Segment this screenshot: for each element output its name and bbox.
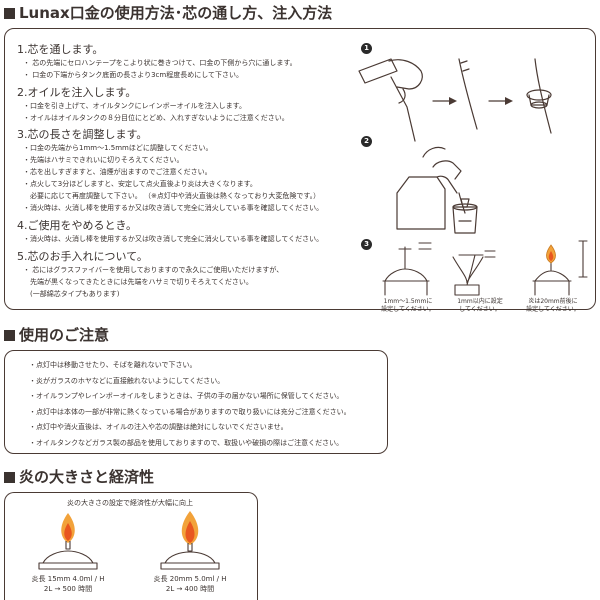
caution-item-1: ・点灯中は移動させたり、そばを離れないで下さい。 — [29, 361, 197, 369]
step-2-line-2: ・オイルはオイルタンクの８分目位にとどめ、入れすぎないようにご注意ください。 — [23, 114, 289, 122]
caution-item-5: ・点灯中や消火直後は、オイルの注入や芯の調整は絶対にしないでくださいませ。 — [29, 423, 288, 431]
cautions-list: ・点灯中は移動させたり、そばを離れないで下さい。 ・炎がガラスのホヤなどに直接触… — [29, 358, 351, 451]
caution-item-4: ・点灯中は本体の一部が非常に熱くなっている場合がありますので取り扱いには充分ご注… — [29, 407, 351, 416]
caution-item-6: ・オイルタンクなどガラス製の部品を使用しておりますので、取扱いや破損の際はご注意… — [29, 438, 344, 447]
cautions-box: ・点灯中は移動させたり、そばを離れないで下さい。 ・炎がガラスのホヤなどに直接触… — [4, 350, 388, 454]
caption-within-1mm-text: 1mm以内に設定 してください。 — [457, 298, 503, 313]
caption-1mm-1-5mm: 1mm～1.5mmに 設定してください。 — [373, 298, 443, 314]
flame-economy-subtitle: 炎の大きさの設定で経済性が大幅に向上 — [67, 499, 193, 507]
wick-insertion-illustration — [358, 58, 552, 142]
step-4-heading: 4.ご使用をやめるとき。 — [17, 219, 137, 232]
caption-within-1mm: 1mm以内に設定 してください。 — [445, 298, 515, 314]
step-3-heading: 3.芯の長さを調整します。 — [17, 128, 148, 141]
step-4-line-1: ・消火時は、火消し棒を使用するか又は吹き消して完全に消火している事を確認してくだ… — [23, 235, 324, 243]
wick-length-illustrations — [382, 240, 588, 296]
heading-square-icon — [4, 472, 15, 483]
caution-item-2: ・炎がガラスのホヤなどに直接触れないようにしてください。 — [29, 376, 225, 385]
caption-1mm-1-5mm-text: 1mm～1.5mmに 設定してください。 — [381, 298, 435, 313]
burner-illustration-large-flame — [160, 511, 220, 570]
step-3-line-5: 必要に応じて再度調整して下さい。 （※点灯中や消火直後は熱くなっており大変危険で… — [23, 192, 321, 200]
step-3-line-6: ・消火時は、火消し棒を使用するか又は吹き消して完全に消火している事を確認してくだ… — [23, 204, 324, 212]
caution-item-3: ・オイルランプやレインボーオイルをしまうときは、子供の手の届かない場所に保管して… — [29, 392, 344, 400]
caption-flame-20mm-text: 炎は20mm前後に 設定してください。 — [526, 298, 580, 313]
step-5-line-1: ・ 芯にはグラスファイバーを使用しておりますので永久にご使用いただけますが、 — [23, 266, 284, 274]
section-title-usage: Lunax口金の使用方法･芯の通し方、注入方法 — [4, 4, 332, 22]
step-1-line-2: ・ 口金の下端からタンク底面の長さより3cm程度長めにして下さい。 — [23, 71, 243, 79]
step-1-line-1: ・ 芯の先端にセロハンテープをこより状に巻きつけて、口金の下側から穴に通します。 — [23, 59, 297, 67]
step-3-line-3: ・芯を出しすぎますと、油煙が出ますのでご注意ください。 — [23, 168, 212, 176]
step-3-line-2: ・先端はハサミできれいに切りそろえてください。 — [23, 156, 184, 164]
step-1-heading: 1.芯を通します。 — [17, 43, 104, 56]
flame-economy-box: 炎の大きさの設定で経済性が大幅に向上 炎長 15mm 4.0ml / H 2L … — [4, 492, 258, 600]
burner-illustration-small-flame — [38, 513, 98, 570]
figure-number-1: 1 — [361, 43, 372, 54]
usage-box: 1.芯を通します。 ・ 芯の先端にセロハンテープをこより状に巻きつけて、口金の下… — [4, 28, 596, 313]
step-2-line-1: ・口金を引き上げて、オイルタンクにレインボーオイルを注入します。 — [23, 102, 246, 110]
section-title-cautions: 使用のご注意 — [4, 326, 109, 344]
step-5-line-3: (一部綿芯タイプもあります) — [23, 290, 120, 298]
heading-square-icon — [4, 8, 15, 19]
large-flame-caption-2: 2L → 400 時間 — [165, 585, 215, 593]
figure-number-3: 3 — [361, 239, 372, 250]
step-3-line-1: ・口金の先端から1mm～1.5mmほどに調整してください。 — [23, 144, 213, 152]
step-3-line-4: ・点火して3分ほどしますと、安定して点火直後より炎は大きくなります。 — [23, 180, 257, 188]
small-flame-caption-2: 2L → 500 時間 — [43, 585, 93, 593]
heading-square-icon — [4, 330, 15, 341]
step-2-heading: 2.オイルを注入します。 — [17, 86, 137, 99]
oil-pouring-illustration — [396, 146, 478, 234]
large-flame-caption-1: 炎長 20mm 5.0ml / H — [153, 575, 227, 583]
caption-flame-20mm: 炎は20mm前後に 設定してください。 — [515, 298, 591, 314]
step-5-heading: 5.芯のお手入れについて。 — [17, 250, 148, 263]
figure-number-2: 2 — [361, 136, 372, 147]
small-flame-caption-1: 炎長 15mm 4.0ml / H — [31, 575, 105, 583]
step-5-line-2: 先端が黒くなってきたときには先端をハサミで切りそろえてください。 — [23, 278, 253, 286]
section-title-flame-economy: 炎の大きさと経済性 — [4, 468, 154, 486]
